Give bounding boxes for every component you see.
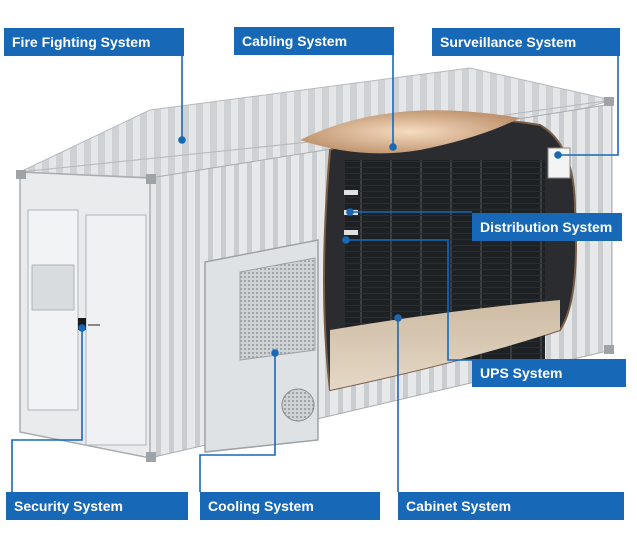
label-cabinet: Cabinet System [398,492,624,520]
cooling-fan-icon [281,388,315,422]
label-surveillance: Surveillance System [432,28,620,56]
leader-cooling [199,355,276,492]
door-lock-icon [78,318,86,330]
door-panel-right [85,214,147,446]
label-cabling: Cabling System [234,27,394,55]
label-cooling: Cooling System [200,492,380,520]
leader-surveillance [560,55,619,156]
label-fire-fighting: Fire Fighting System [4,28,184,56]
label-security: Security System [6,492,188,520]
label-distribution: Distribution System [472,213,622,241]
label-ups: UPS System [472,359,626,387]
leader-security [11,330,83,492]
leader-ups [348,239,472,361]
leader-lines [11,55,619,492]
